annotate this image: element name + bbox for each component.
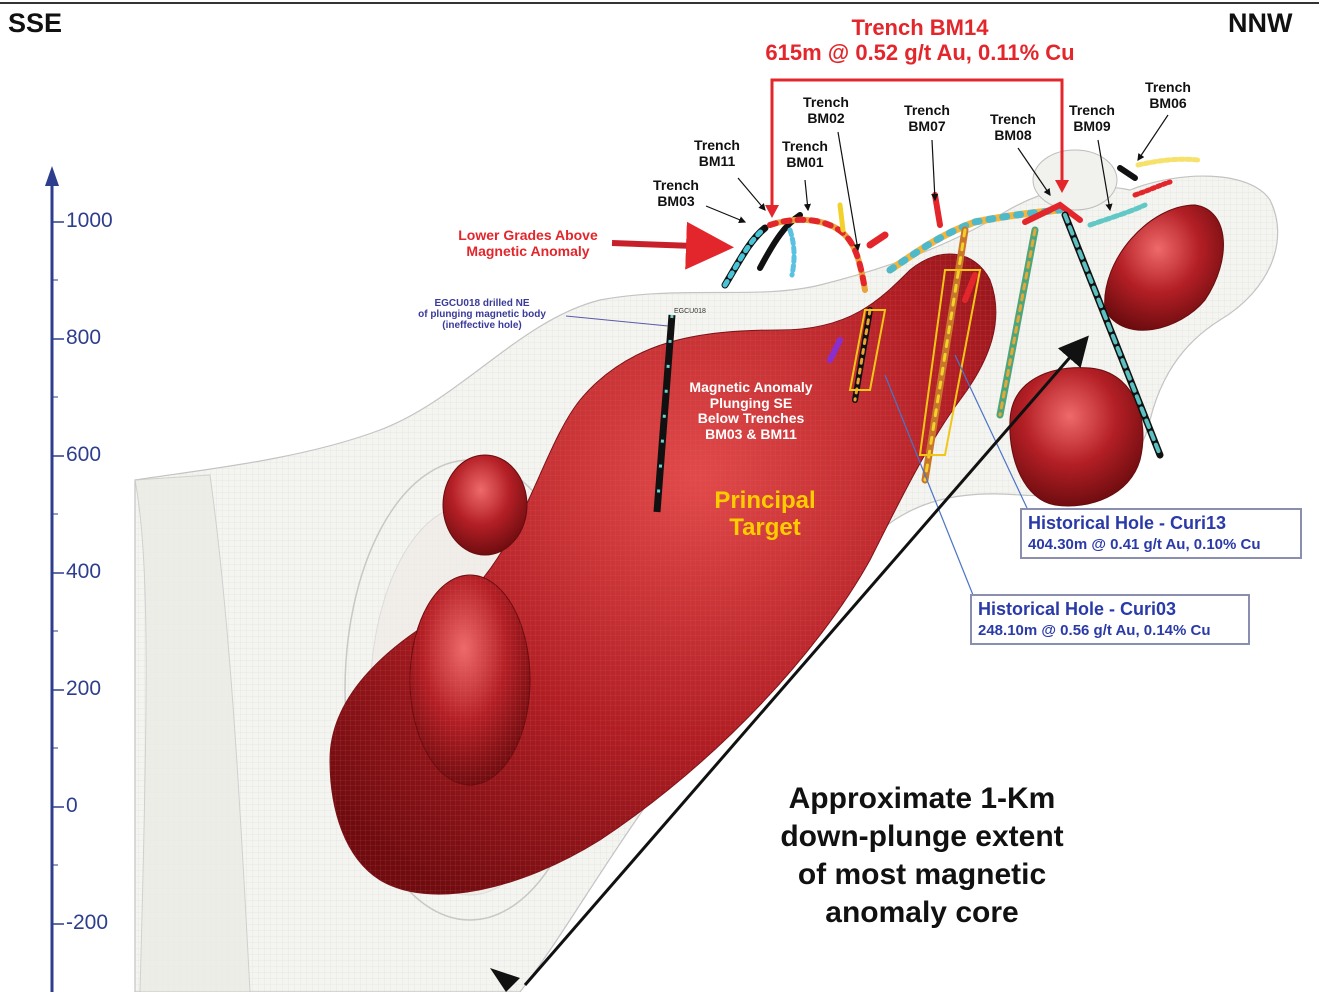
axis-tick-label: 600 <box>66 443 101 467</box>
trench-label-line: Trench <box>1137 80 1199 96</box>
curi03-result: 248.10m @ 0.56 g/t Au, 0.14% Cu <box>978 622 1242 639</box>
trench-label-id: BM01 <box>774 155 836 171</box>
magnetic-anomaly-line3: Below Trenches <box>668 411 834 427</box>
curi13-callout: Historical Hole - Curi13 404.30m @ 0.41 … <box>1020 508 1302 559</box>
axis-tick-label: -200 <box>66 911 108 935</box>
egcu018-note: EGCU018 drilled NE of plunging magnetic … <box>396 298 568 332</box>
down-plunge-extent-label: Approximate 1-Km down-plunge extent of m… <box>742 780 1102 932</box>
extent-line4: anomaly core <box>742 894 1102 932</box>
direction-left-label: SSE <box>8 8 62 38</box>
trench-label-id: BM03 <box>645 194 707 210</box>
curi13-result: 404.30m @ 0.41 g/t Au, 0.10% Cu <box>1028 536 1294 553</box>
curi03-title: Historical Hole - Curi03 <box>978 599 1242 620</box>
trench-bm14-title: Trench BM14 <box>740 16 1100 41</box>
magnetic-anomaly-line1: Magnetic Anomaly <box>668 380 834 396</box>
trench-label-id: BM07 <box>896 119 958 135</box>
curi03-callout: Historical Hole - Curi03 248.10m @ 0.56 … <box>970 594 1250 645</box>
lower-grades-line1: Lower Grades Above <box>440 228 616 244</box>
axis-ticks <box>52 222 64 924</box>
trench-label-line: Trench <box>1061 103 1123 119</box>
principal-target-line2: Target <box>690 515 840 542</box>
lower-grades-label: Lower Grades Above Magnetic Anomaly <box>440 228 616 259</box>
axis-tick-label: 1000 <box>66 209 113 233</box>
trench-label-id: BM08 <box>982 128 1044 144</box>
trench-label-id: BM11 <box>686 154 748 170</box>
extent-line3: of most magnetic <box>742 856 1102 894</box>
trench-label-line: Trench <box>774 139 836 155</box>
magnetic-anomaly-line4: BM03 & BM11 <box>668 427 834 443</box>
trench-label-line: Trench <box>686 138 748 154</box>
magnetic-anomaly-label: Magnetic Anomaly Plunging SE Below Trenc… <box>668 380 834 443</box>
principal-target-line1: Principal <box>690 488 840 515</box>
lower-grades-line2: Magnetic Anomaly <box>440 244 616 260</box>
trench-label-line: Trench <box>645 178 707 194</box>
extent-line1: Approximate 1-Km <box>742 780 1102 818</box>
axis-tick-label: 400 <box>66 560 101 584</box>
extent-line2: down-plunge extent <box>742 818 1102 856</box>
trench-label-line: Trench <box>982 112 1044 128</box>
egcu018-line1: EGCU018 drilled NE <box>396 298 568 309</box>
trench-bm14-result: 615m @ 0.52 g/t Au, 0.11% Cu <box>740 41 1100 66</box>
anomaly-blob-upper <box>443 455 527 555</box>
curi13-title: Historical Hole - Curi13 <box>1028 513 1294 534</box>
magnetic-anomaly-line2: Plunging SE <box>668 396 834 412</box>
trench-label-id: BM06 <box>1137 96 1199 112</box>
trench-label-id: BM09 <box>1061 119 1123 135</box>
axis-tick-label: 0 <box>66 794 78 818</box>
principal-target-label: Principal Target <box>690 488 840 542</box>
trench-bm14-label: Trench BM14 615m @ 0.52 g/t Au, 0.11% Cu <box>740 16 1100 65</box>
egcu018-line2: of plunging magnetic body <box>396 309 568 320</box>
egcu018-tag: EGCU018 <box>674 308 706 315</box>
axis-tick-label: 800 <box>66 326 101 350</box>
trench-label-line: Trench <box>795 95 857 111</box>
lower-grades-arrow <box>612 243 722 247</box>
trench-label-line: Trench <box>896 103 958 119</box>
axis-tick-label: 200 <box>66 677 101 701</box>
egcu018-line3: (ineffective hole) <box>396 320 568 331</box>
trench-label-id: BM02 <box>795 111 857 127</box>
elevation-axis-arrow <box>45 166 59 186</box>
direction-right-label: NNW <box>1228 8 1292 38</box>
anomaly-blob-right-lower <box>1010 368 1143 506</box>
